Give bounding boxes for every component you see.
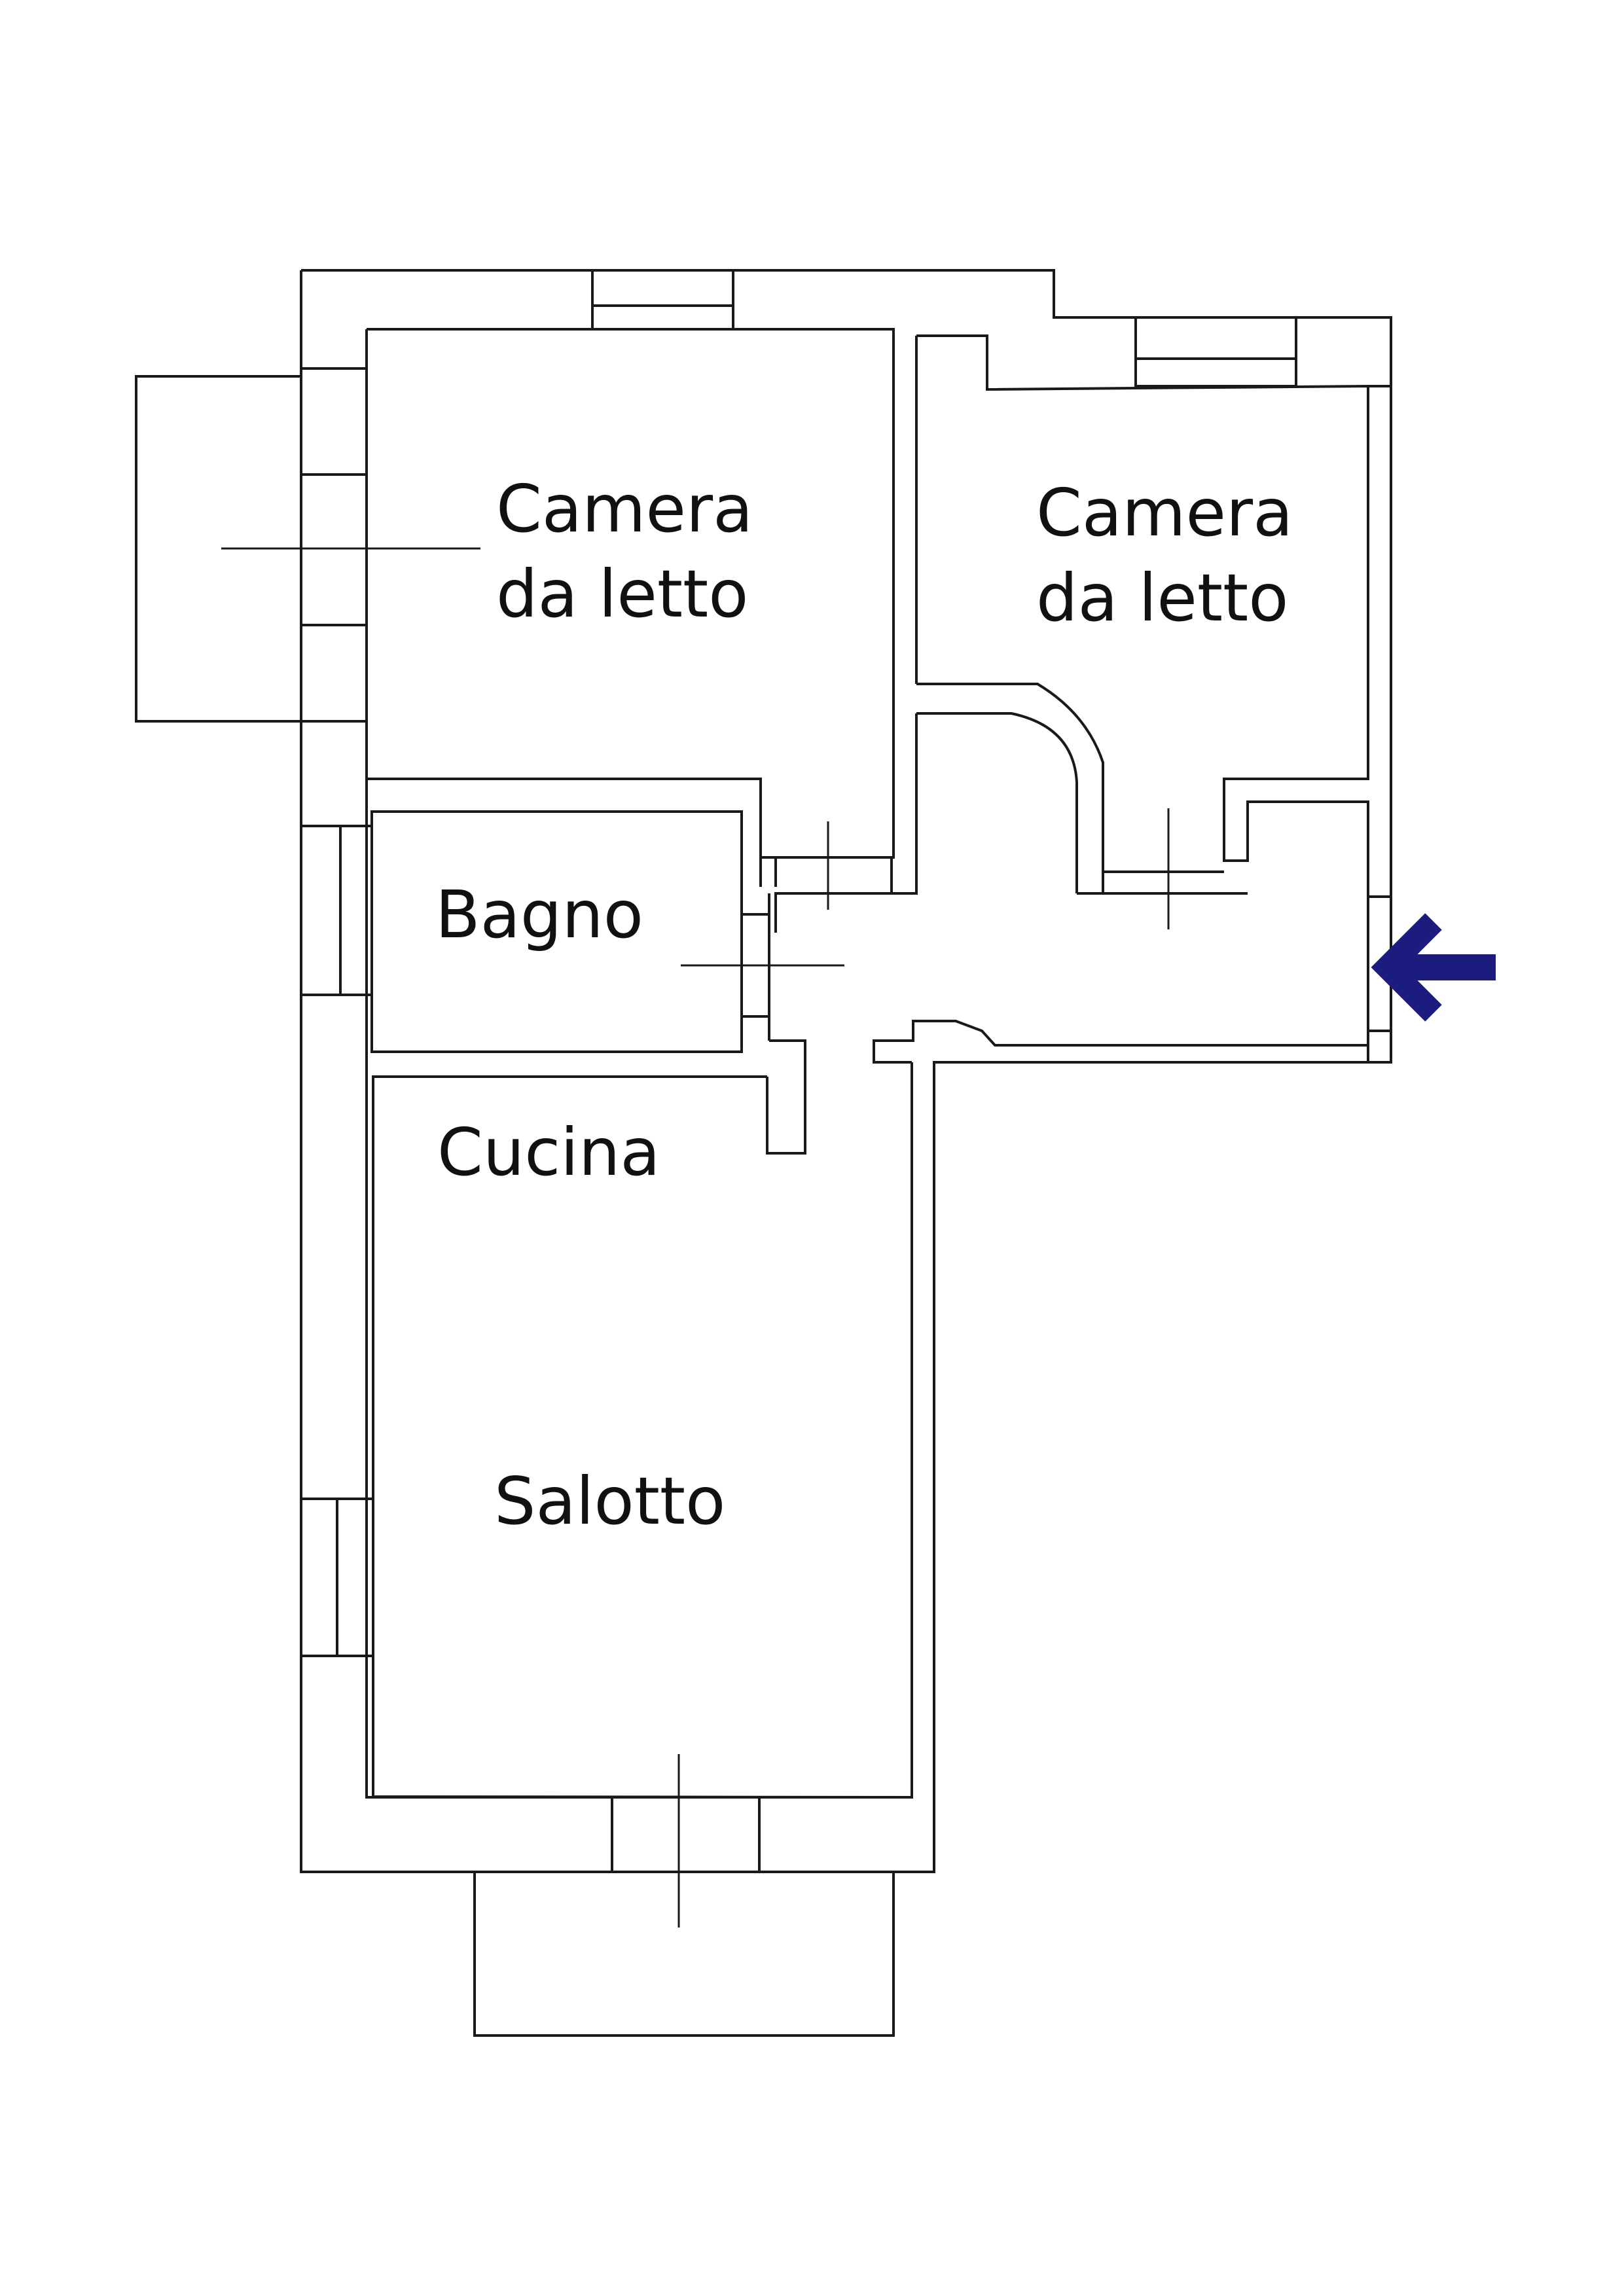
bathroom-walls: [301, 810, 844, 1155]
room-label-bathroom: Bagno: [435, 876, 643, 953]
room-label-bedroom-1-sub: da letto: [496, 556, 748, 632]
bedroom-2-walls: [915, 316, 1391, 929]
corridor-walls: [774, 713, 1391, 1064]
balcony-south: [473, 1872, 895, 2037]
living-walls: [301, 1075, 913, 1928]
balcony-west: [135, 375, 301, 723]
balconies: [135, 375, 895, 2037]
outer-wall-outline: [300, 269, 1392, 1873]
room-label-living-room: Salotto: [494, 1463, 725, 1539]
room-labels: Camera da letto Camera da letto Bagno Cu…: [435, 471, 1293, 1539]
arrow-left-icon: [1371, 913, 1496, 1022]
room-label-kitchen: Cucina: [437, 1114, 660, 1191]
room-label-bedroom-2: Camera: [1036, 475, 1293, 551]
room-label-bedroom-1: Camera: [496, 471, 753, 547]
room-label-bedroom-2-sub: da letto: [1036, 560, 1288, 636]
bedroom-1-walls: [221, 269, 895, 910]
